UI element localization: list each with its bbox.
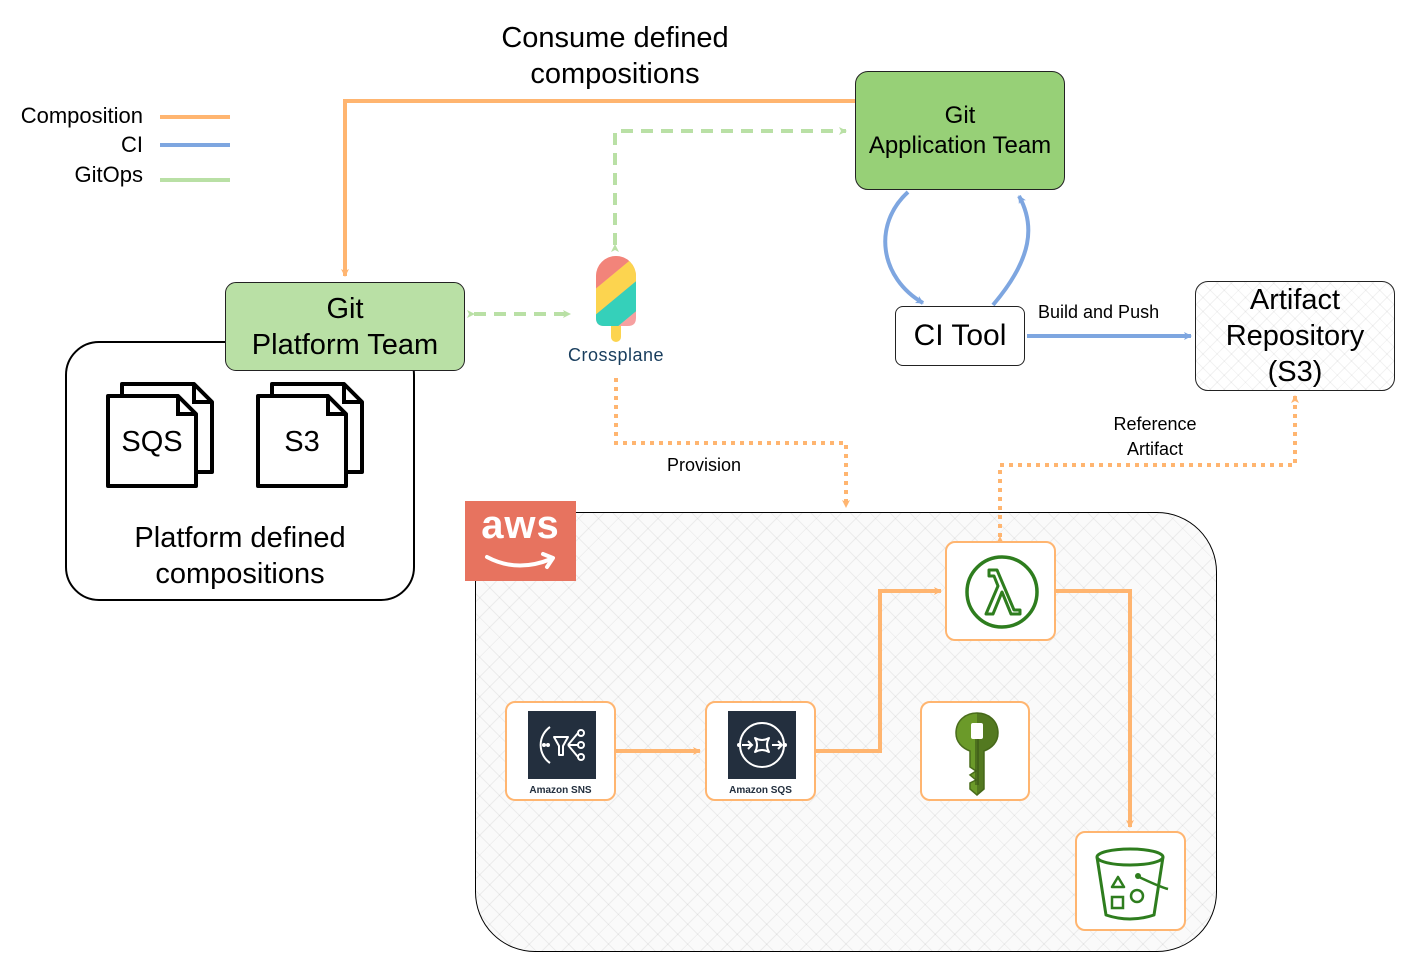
git-platform-team-label: Git Platform Team: [251, 292, 439, 361]
edge-provision: [614, 378, 850, 508]
aws-cloud-region: [475, 512, 1217, 952]
provision-label: Provision: [667, 455, 742, 475]
sns-card[interactable]: Amazon SNS: [505, 701, 616, 801]
edge-consume-compositions: [341, 99, 856, 277]
key-icon: [955, 712, 999, 796]
edge-sqs-to-lambda: [816, 587, 942, 753]
ci-tool-label: CI Tool: [913, 319, 1007, 352]
git-application-team-node[interactable]: Git Application Team: [855, 71, 1065, 190]
aws-logo: aws: [465, 501, 576, 581]
diagram-title: Consume defined compositions: [501, 22, 729, 90]
kms-card[interactable]: [920, 701, 1030, 801]
sns-tile: [528, 711, 596, 779]
git-platform-team-node[interactable]: Git Platform Team: [225, 282, 465, 371]
edge-lambda-to-s3: [1056, 589, 1134, 828]
sqs-queue-icon: [737, 722, 787, 768]
edge-ci-tool-to-app: [991, 195, 1031, 307]
reference-artifact-label: Reference Artifact: [1113, 414, 1197, 459]
crossplane-logo-icon: [596, 256, 636, 342]
sqs-card[interactable]: Amazon SQS: [705, 701, 816, 801]
ci-tool-node[interactable]: CI Tool: [895, 306, 1025, 366]
lambda-card[interactable]: [945, 541, 1056, 641]
edge-reference-artifact: [996, 395, 1299, 544]
legend-label-composition: Composition: [20, 103, 143, 128]
edge-gitops-crossplane-app: [611, 127, 847, 252]
platform-compositions-label: Platform defined compositions: [134, 522, 346, 590]
legend-label-ci: CI: [121, 132, 143, 157]
document-s3-label: S3: [284, 426, 320, 458]
document-sqs-icon: [106, 382, 214, 488]
build-push-label: Build and Push: [1038, 302, 1160, 322]
artifact-repository-label: Artifact Repository (S3): [1225, 284, 1365, 388]
legend-label-gitops: GitOps: [74, 162, 143, 187]
sqs-tile: [728, 711, 796, 779]
git-application-team-label: Git Application Team: [868, 101, 1052, 159]
sqs-label: Amazon SQS: [729, 785, 792, 796]
aws-logo-text: aws: [481, 503, 560, 547]
sns-label: Amazon SNS: [529, 785, 592, 796]
artifact-repository-node[interactable]: Artifact Repository (S3): [1195, 281, 1395, 391]
s3-card[interactable]: [1075, 831, 1186, 931]
edge-ci-app-to-tool: [883, 190, 925, 305]
s3-bucket-icon: [1095, 847, 1169, 921]
sns-topic-icon: [539, 726, 585, 764]
aws-smile-icon: [485, 552, 555, 569]
crossplane-label: Crossplane: [567, 345, 665, 365]
document-sqs-label: SQS: [121, 426, 183, 458]
lambda-icon: [965, 555, 1039, 629]
document-s3-icon: [256, 382, 364, 488]
